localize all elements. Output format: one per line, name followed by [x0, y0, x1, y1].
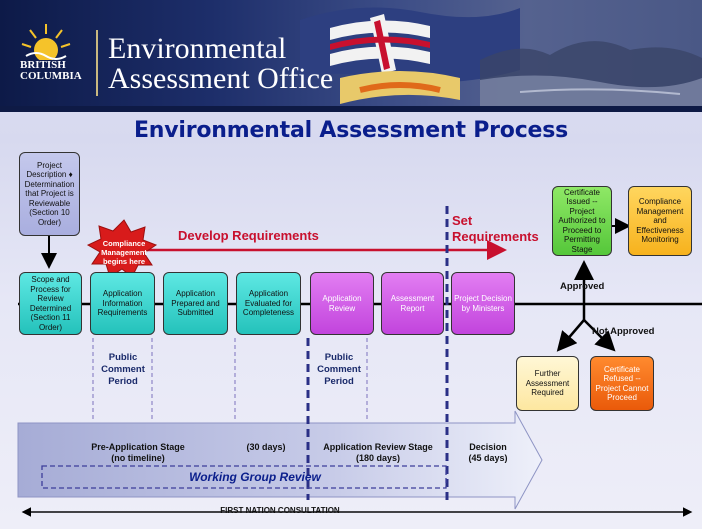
box-scope: Scope and Process for Review Determined …: [19, 272, 82, 335]
application-review-stage: Application Review Stage(180 days): [323, 442, 433, 463]
pre-application-stage: Pre-Application Stage(no timeline): [91, 442, 185, 463]
approved-label: Approved: [560, 281, 605, 292]
stage-arrow: [17, 410, 543, 510]
working-group-review-label: Working Group Review: [189, 470, 321, 484]
sun-logo-icon: [21, 24, 71, 60]
box-project-description: Project Description ♦ Determination that…: [19, 152, 80, 236]
box-certificate-issued: Certificate Issued -- Project Authorized…: [552, 186, 612, 256]
box-assessment-report: Assessment Report: [381, 272, 444, 335]
not-approved-label: Not Approved: [592, 326, 655, 337]
box-compliance-monitoring: Compliance Management and Effectiveness …: [628, 186, 692, 256]
develop-requirements-label: Develop Requirements: [178, 228, 319, 243]
header-bottom-band: [0, 106, 702, 112]
box-app-evaluated: Application Evaluated for Completeness: [236, 272, 301, 335]
first-nation-consultation-label: FIRST NATION CONSULTATION: [220, 506, 340, 515]
compliance-starburst-icon: [86, 219, 158, 278]
box-app-prepared: Application Prepared and Submitted: [163, 272, 228, 335]
thirty-days-label: (30 days): [246, 442, 286, 452]
office-title-line1: Environmental: [108, 32, 287, 65]
header-banner: BRITISH COLUMBIA Environmental Assessmen…: [0, 0, 702, 106]
arrow-further: [556, 319, 585, 352]
public-comment-label-2: Public Comment Period: [317, 352, 361, 387]
box-certificate-refused: Certificate Refused -- Project Cannot Pr…: [590, 356, 654, 411]
landscape-image: [480, 41, 702, 106]
box-project-decision: Project Decision by Ministers: [451, 272, 515, 335]
public-comment-label-1: Public Comment Period: [101, 352, 145, 387]
province-name: BRITISH COLUMBIA: [20, 59, 82, 82]
box-app-review: Application Review: [310, 272, 374, 335]
arrow-refused: [583, 319, 616, 352]
compliance-star-label: Compliance Management begins here: [101, 239, 147, 266]
page-title: Environmental Assessment Process: [133, 118, 569, 143]
box-app-info: Application Information Requirements: [90, 272, 155, 335]
bc-flag-image: [300, 7, 520, 104]
working-group-box: [41, 465, 447, 489]
header-divider: [96, 30, 98, 96]
box-further-assessment: Further Assessment Required: [516, 356, 579, 411]
decision-stage: Decision(45 days): [468, 442, 508, 463]
office-title-line2: Assessment Office: [108, 62, 334, 95]
set-requirements-label: Set Requirements: [452, 213, 539, 244]
